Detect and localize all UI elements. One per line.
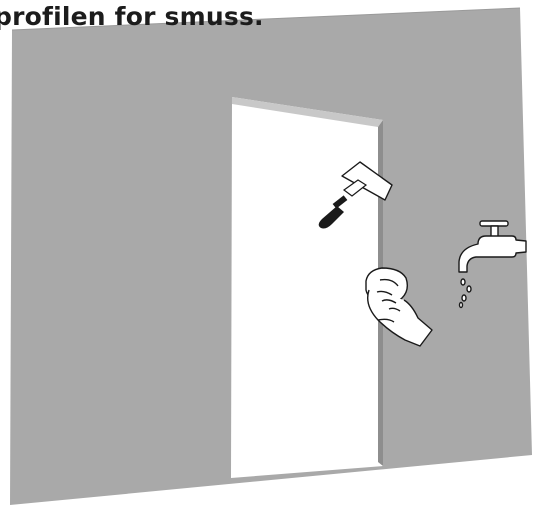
wall-with-door-opening bbox=[10, 8, 532, 505]
instruction-caption: profilen for smuss. bbox=[0, 2, 264, 32]
wall bbox=[10, 8, 532, 505]
